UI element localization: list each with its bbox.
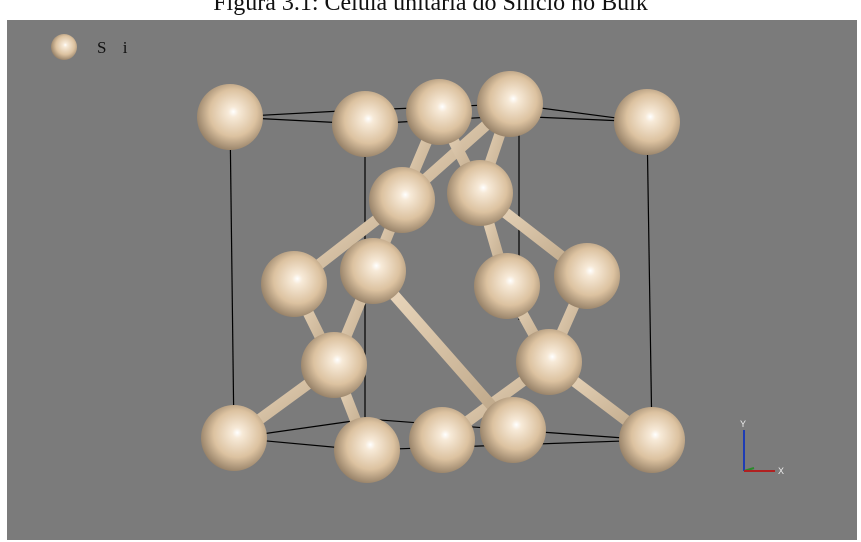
- si-atom-10[interactable]: [474, 253, 540, 319]
- si-atom-2[interactable]: [332, 91, 398, 157]
- si-atom-14[interactable]: [201, 405, 267, 471]
- si-atom-16[interactable]: [409, 407, 475, 473]
- legend: S i: [51, 34, 133, 60]
- si-atom-1[interactable]: [197, 84, 263, 150]
- si-atom-12[interactable]: [301, 332, 367, 398]
- si-atom-11[interactable]: [554, 243, 620, 309]
- si-atom-5[interactable]: [614, 89, 680, 155]
- y-axis-label: Y: [740, 419, 746, 429]
- si-atom-17[interactable]: [480, 397, 546, 463]
- crystal-scene[interactable]: S i Y X: [7, 20, 857, 540]
- legend-atom-icon: [51, 34, 77, 60]
- figure-caption: Figura 3.1: Célula unitária do Silício n…: [213, 0, 648, 16]
- axis-indicator: Y X: [740, 419, 784, 476]
- si-bond-17: [367, 265, 519, 436]
- si-atom-3[interactable]: [406, 79, 472, 145]
- si-atom-15[interactable]: [334, 417, 400, 483]
- si-atom-9[interactable]: [340, 238, 406, 304]
- si-atom-6[interactable]: [369, 167, 435, 233]
- si-atom-7[interactable]: [447, 160, 513, 226]
- si-atom-13[interactable]: [516, 329, 582, 395]
- si-atom-18[interactable]: [619, 407, 685, 473]
- structure-viewer[interactable]: S i Y X: [7, 20, 857, 540]
- figure-caption-strip: Figura 3.1: Célula unitária do Silício n…: [0, 0, 861, 20]
- x-axis-label: X: [778, 466, 784, 476]
- legend-element-label: S i: [97, 38, 133, 57]
- si-atom-4[interactable]: [477, 71, 543, 137]
- atoms: [197, 71, 685, 483]
- si-atom-8[interactable]: [261, 251, 327, 317]
